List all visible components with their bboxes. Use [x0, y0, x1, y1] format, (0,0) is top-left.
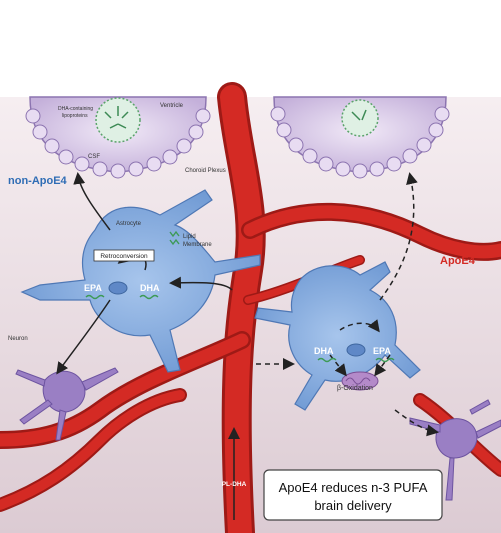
text-labels: Ventricle DHA-containing lipoproteins CS…: [8, 103, 373, 392]
lipoprotein-particle: [95, 97, 141, 143]
retroconversion-box: Retroconversion: [93, 249, 155, 262]
ventricle-right: [270, 96, 450, 179]
arrow-vessel-to-dha-left: [169, 276, 233, 291]
label-non-apoe4: non-ApoE4: [8, 175, 68, 187]
mitochondrion: [341, 371, 379, 391]
arrow-to-neuron-right: [394, 409, 439, 437]
arrow-astrocyte-to-csf: [73, 172, 111, 231]
label-astrocyte: Astrocyte: [116, 221, 142, 227]
label-lipid-1: Lipid: [183, 234, 196, 240]
label-retroconversion: Retroconversion: [100, 253, 148, 260]
choroid-plexus-cells-left: [25, 108, 211, 179]
astrocyte-nucleus-right: [346, 343, 366, 357]
caption-line-2: brain delivery: [314, 498, 392, 513]
blood-vessels: [0, 82, 501, 533]
fatty-acid-squiggles: [85, 294, 395, 363]
arrow-astro-to-csf-right: [379, 172, 418, 301]
ventricle-left: [25, 96, 211, 179]
label-epa-left: EPA: [84, 283, 102, 293]
label-pl-dha: PL-DHA: [222, 481, 247, 488]
label-epa-right: EPA: [373, 346, 391, 356]
label-beta-oxidation: β-Oxidation: [337, 385, 373, 392]
lipid-membrane-marks: [169, 230, 180, 246]
arrow-epa-to-oxidation: [374, 354, 391, 377]
pl-dha-tag: PL-DHA: [222, 481, 247, 488]
astrocyte-nucleus-left: [108, 281, 128, 295]
label-neuron: Neuron: [8, 336, 28, 342]
neuron-right: [409, 399, 501, 501]
label-lipid-2: Membrane: [183, 242, 212, 248]
caption-line-1: ApoE4 reduces n-3 PUFA: [279, 480, 428, 495]
label-dha-lipoproteins-1: DHA-containing: [58, 106, 93, 112]
fatty-acid-labels: EPA DHA DHA EPA: [84, 283, 391, 356]
arrow-to-neuron-left: [56, 299, 111, 375]
label-csf: CSF: [88, 154, 100, 160]
label-dha-lipoproteins-2: lipoproteins: [62, 113, 88, 119]
lipoprotein-particle-right: [341, 99, 379, 137]
arrow-dha-to-epa-right: [339, 319, 380, 333]
label-choroid-plexus: Choroid Plexus: [185, 168, 226, 174]
neuron-left: [15, 367, 119, 441]
label-ventricle: Ventricle: [160, 103, 184, 109]
choroid-plexus-cells-right: [270, 106, 450, 179]
label-dha-right: DHA: [314, 346, 334, 356]
label-apoe4: ApoE4: [440, 255, 476, 267]
astrocyte-left: [20, 189, 261, 373]
caption-box: ApoE4 reduces n-3 PUFA brain delivery: [263, 469, 443, 521]
label-dha-left: DHA: [140, 283, 160, 293]
